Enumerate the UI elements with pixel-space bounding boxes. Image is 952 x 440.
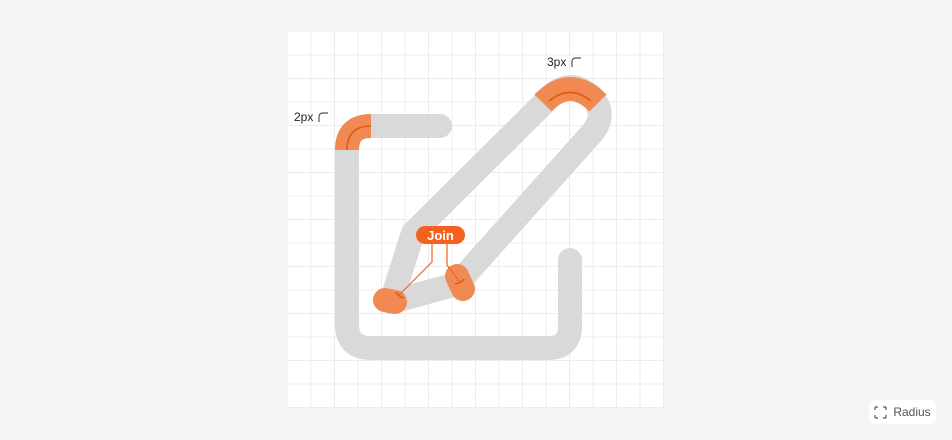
corner-radius-icon	[571, 57, 582, 67]
radius-button[interactable]: Radius	[869, 400, 936, 424]
join-connector-left	[397, 244, 433, 297]
join-left-arc	[395, 291, 405, 299]
pen-top-highlight	[534, 77, 607, 112]
corner-radius-icon	[318, 112, 329, 122]
pen-radius-label: 3px	[547, 55, 582, 69]
join-badge: Join	[416, 226, 465, 244]
pen-top-arc	[548, 91, 592, 102]
pen-radius-text: 3px	[547, 55, 567, 69]
join-left-highlight	[373, 288, 407, 314]
corner-frame-icon	[874, 405, 887, 419]
radius-button-label: Radius	[893, 405, 931, 419]
outer-radius-label: 2px	[294, 110, 329, 124]
join-text: Join	[427, 227, 454, 243]
join-connector-right	[446, 244, 460, 282]
outer-corner-highlight	[335, 114, 372, 151]
join-right-arc	[454, 278, 465, 285]
outer-corner-arc	[346, 125, 372, 151]
outer-radius-text: 2px	[294, 110, 314, 124]
